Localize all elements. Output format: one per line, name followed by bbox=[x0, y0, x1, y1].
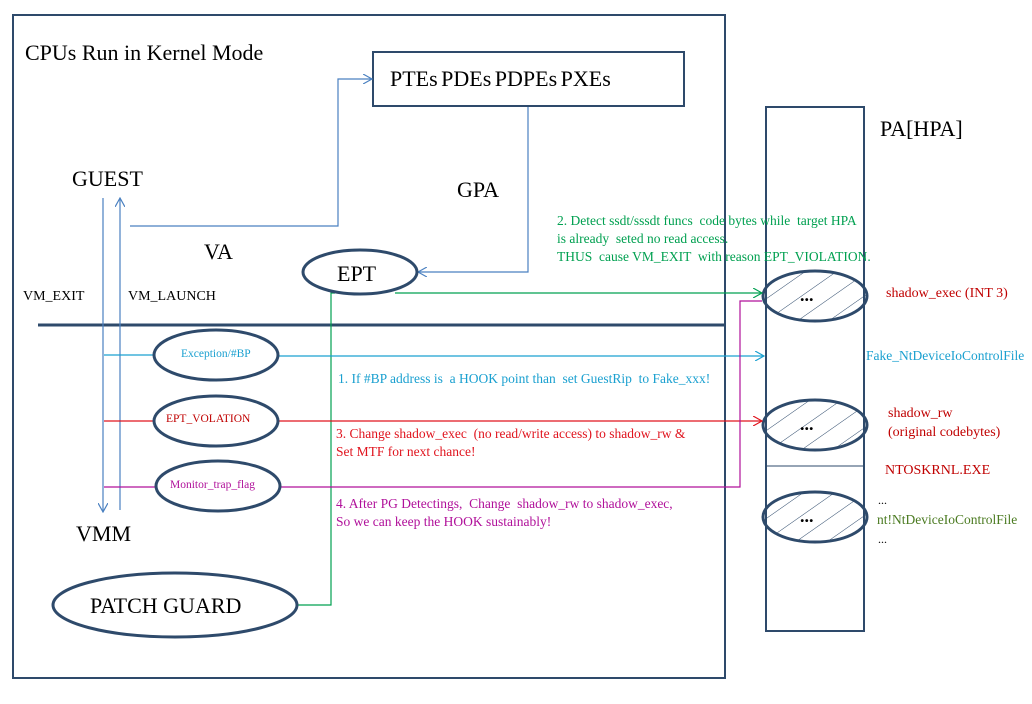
pa-hpa-label: PA[HPA] bbox=[880, 116, 963, 141]
page-tables-label: PTEs PDEs PDPEs PXEs bbox=[390, 66, 611, 91]
note-1: 1. If #BP address is a HOOK point than s… bbox=[338, 371, 711, 386]
ept-violation-node bbox=[152, 394, 280, 448]
note-2-line-1: 2. Detect ssdt/sssdt funcs code bytes wh… bbox=[557, 213, 857, 228]
fake-function-label: Fake_NtDeviceIoControlFile bbox=[866, 348, 1025, 363]
nt-function-label: nt!NtDeviceIoControlFile bbox=[877, 512, 1018, 527]
diagram-title: CPUs Run in Kernel Mode bbox=[25, 40, 264, 65]
monitor-trap-flag-label: Monitor_trap_flag bbox=[170, 479, 255, 491]
mtf-to-shadow-exec-path bbox=[280, 300, 762, 488]
note-4-line-2: So we can keep the HOOK sustainably! bbox=[336, 514, 552, 529]
shadow-exec-page-dots: ... bbox=[800, 285, 814, 305]
exception-bp-label: Exception/#BP bbox=[181, 348, 251, 360]
vmm-label: VMM bbox=[76, 521, 132, 546]
va-to-page-tables-arrow bbox=[130, 79, 372, 227]
ept-label: EPT bbox=[337, 261, 377, 286]
gpa-label: GPA bbox=[457, 177, 499, 202]
original-page bbox=[761, 490, 869, 544]
shadow-exec-label: shadow_exec (INT 3) bbox=[886, 286, 1008, 301]
ept-node bbox=[301, 248, 419, 296]
exception-bp-node bbox=[152, 328, 280, 382]
shadow-exec-page bbox=[761, 269, 869, 323]
ntoskrnl-label: NTOSKRNL.EXE bbox=[885, 463, 991, 478]
page-tables-box bbox=[372, 51, 685, 107]
note-2-line-2: is already seted no read access. bbox=[557, 231, 729, 246]
note-2-line-3: THUS cause VM_EXIT with reason EPT_VIOLA… bbox=[557, 249, 871, 264]
gpa-to-ept-arrow bbox=[418, 107, 529, 272]
note-3-line-1: 3. Change shadow_exec (no read/write acc… bbox=[336, 426, 686, 441]
monitor-trap-flag-node bbox=[154, 459, 282, 513]
ellipsis-top: ... bbox=[878, 493, 887, 507]
note-4-line-1: 4. After PG Detectings, Change shadow_rw… bbox=[336, 496, 673, 511]
shadow-rw-page bbox=[761, 398, 869, 452]
shadow-rw-label: shadow_rw bbox=[888, 406, 953, 421]
physical-memory-column bbox=[765, 106, 865, 632]
shadow-rw-page-dots: ... bbox=[800, 414, 814, 434]
patch-guard-label: PATCH GUARD bbox=[90, 593, 242, 618]
patch-guard-path bbox=[290, 292, 335, 606]
patch-guard-node bbox=[51, 571, 299, 639]
shadow-rw-sublabel: (original codebytes) bbox=[888, 425, 1001, 440]
guest-label: GUEST bbox=[72, 166, 143, 191]
vm-launch-label: VM_LAUNCH bbox=[128, 289, 216, 304]
original-page-dots: ... bbox=[800, 506, 814, 526]
vm-exit-label: VM_EXIT bbox=[23, 289, 85, 304]
kernel-mode-frame bbox=[12, 14, 726, 679]
ept-violation-label: EPT_VOLATION bbox=[166, 413, 251, 425]
va-label: VA bbox=[204, 239, 233, 264]
note-3-line-2: Set MTF for next chance! bbox=[336, 444, 476, 459]
ellipsis-bottom: ... bbox=[878, 532, 887, 546]
